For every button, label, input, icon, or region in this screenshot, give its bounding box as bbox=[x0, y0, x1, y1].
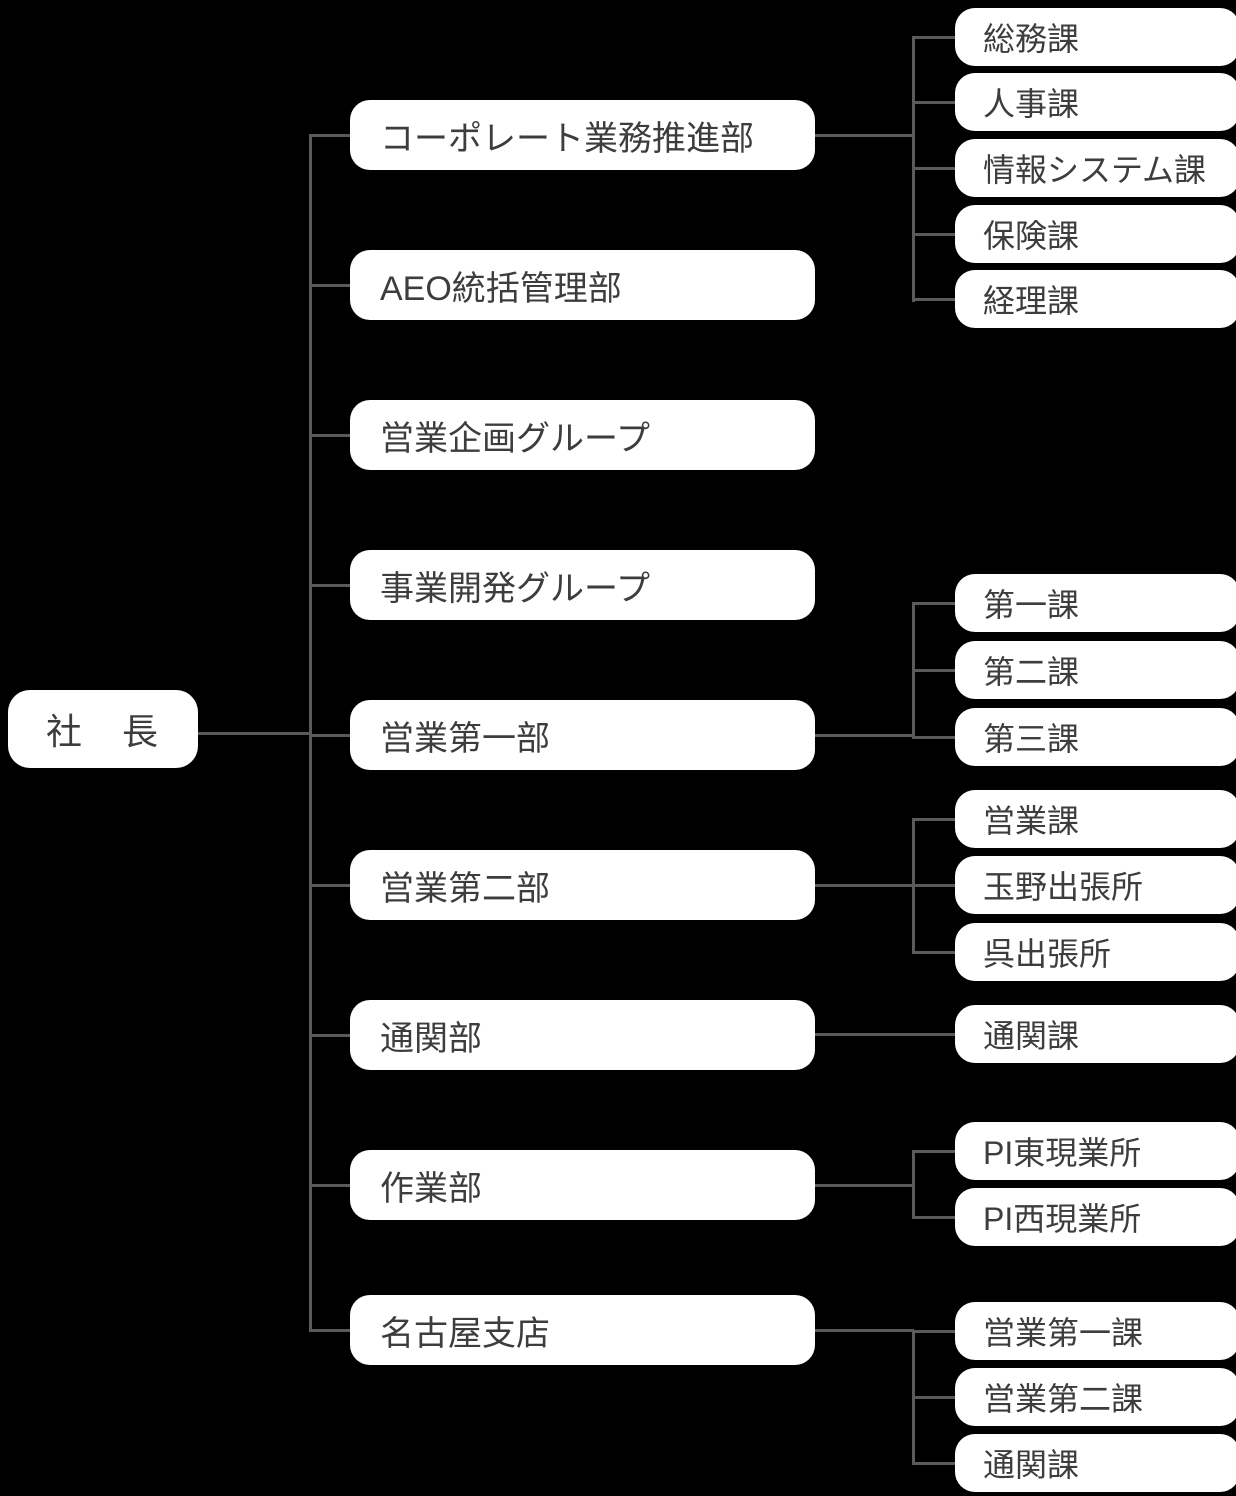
dept-box-nagoya: 名古屋支店 bbox=[350, 1295, 815, 1365]
section-label: 保険課 bbox=[983, 218, 1080, 254]
connector-line bbox=[196, 731, 312, 735]
section-box: 保険課 bbox=[955, 205, 1236, 263]
section-box: 第一課 bbox=[955, 574, 1236, 632]
section-box: 営業課 bbox=[955, 790, 1236, 848]
connector-line bbox=[911, 232, 956, 236]
dept-box-sales-planning: 営業企画グループ bbox=[350, 400, 815, 470]
connector-line bbox=[309, 283, 352, 287]
connector-line bbox=[911, 166, 956, 170]
section-label: PI西現業所 bbox=[983, 1201, 1142, 1237]
section-box: 営業第一課 bbox=[955, 1302, 1236, 1360]
section-label: 情報システム課 bbox=[983, 152, 1207, 188]
section-box: 営業第二課 bbox=[955, 1368, 1236, 1426]
connector-line bbox=[309, 133, 352, 137]
section-label: PI東現業所 bbox=[983, 1135, 1142, 1171]
section-label: 第三課 bbox=[983, 721, 1080, 757]
dept-label: 営業企画グループ bbox=[380, 419, 650, 458]
dept-label: 通関部 bbox=[380, 1019, 482, 1058]
connector-line bbox=[911, 1149, 915, 1219]
connector-line bbox=[309, 133, 312, 1332]
connector-line bbox=[911, 35, 956, 39]
section-label: 人事課 bbox=[983, 86, 1080, 122]
section-box: 経理課 bbox=[955, 270, 1236, 328]
connector-line bbox=[309, 883, 352, 887]
section-label: 第一課 bbox=[983, 587, 1080, 623]
connector-line bbox=[911, 100, 956, 104]
section-box: PI東現業所 bbox=[955, 1122, 1236, 1180]
section-box: 通関課 bbox=[955, 1434, 1236, 1492]
dept-box-sales-1: 営業第一部 bbox=[350, 700, 815, 770]
section-label: 通関課 bbox=[983, 1018, 1080, 1054]
connector-line bbox=[309, 733, 352, 737]
dept-label: 事業開発グループ bbox=[380, 569, 650, 608]
connector-line bbox=[815, 1032, 955, 1036]
section-label: 第二課 bbox=[983, 654, 1080, 690]
dept-label: AEO統括管理部 bbox=[380, 269, 622, 308]
section-box: 情報システム課 bbox=[955, 139, 1236, 197]
connector-line bbox=[815, 133, 914, 137]
section-label: 営業第一課 bbox=[983, 1315, 1144, 1351]
president-label: 社 長 bbox=[45, 711, 160, 752]
section-box: PI西現業所 bbox=[955, 1188, 1236, 1246]
connector-line bbox=[911, 668, 956, 672]
section-box: 人事課 bbox=[955, 73, 1236, 131]
connector-line bbox=[911, 1461, 956, 1465]
connector-line bbox=[309, 1033, 352, 1037]
section-label: 営業第二課 bbox=[983, 1381, 1144, 1417]
connector-line bbox=[309, 1183, 352, 1187]
section-label: 玉野出張所 bbox=[983, 869, 1144, 905]
dept-box-aeo: AEO統括管理部 bbox=[350, 250, 815, 320]
section-label: 営業課 bbox=[983, 803, 1080, 839]
connector-line bbox=[309, 433, 352, 437]
dept-box-sales-2: 営業第二部 bbox=[350, 850, 815, 920]
connector-line bbox=[309, 583, 352, 587]
dept-box-corporate: コーポレート業務推進部 bbox=[350, 100, 815, 170]
connector-line bbox=[911, 817, 956, 821]
connector-line bbox=[911, 601, 956, 605]
section-box: 総務課 bbox=[955, 8, 1236, 66]
dept-label: 名古屋支店 bbox=[380, 1314, 550, 1353]
dept-box-customs: 通関部 bbox=[350, 1000, 815, 1070]
connector-line bbox=[911, 950, 956, 954]
section-box: 呉出張所 bbox=[955, 923, 1236, 981]
connector-line bbox=[815, 1329, 914, 1332]
dept-label: コーポレート業務推進部 bbox=[380, 119, 754, 158]
dept-label: 営業第一部 bbox=[380, 719, 550, 758]
dept-box-operations: 作業部 bbox=[350, 1150, 815, 1220]
dept-label: 営業第二部 bbox=[380, 869, 550, 908]
section-box: 通関課 bbox=[955, 1005, 1236, 1063]
section-label: 経理課 bbox=[983, 283, 1080, 319]
connector-line bbox=[911, 883, 956, 887]
section-box: 玉野出張所 bbox=[955, 856, 1236, 914]
connector-line bbox=[815, 1183, 914, 1187]
connector-line bbox=[911, 735, 956, 739]
connector-line bbox=[911, 1149, 956, 1153]
connector-line bbox=[309, 1329, 352, 1332]
connector-line bbox=[911, 1215, 956, 1219]
section-box: 第三課 bbox=[955, 708, 1236, 766]
president-box: 社 長 bbox=[8, 690, 198, 768]
section-label: 呉出張所 bbox=[983, 936, 1112, 972]
dept-box-business-dev: 事業開発グループ bbox=[350, 550, 815, 620]
connector-line bbox=[911, 1329, 956, 1333]
connector-line bbox=[815, 733, 914, 737]
connector-line bbox=[815, 883, 914, 887]
connector-line bbox=[911, 1395, 956, 1399]
section-label: 通関課 bbox=[983, 1447, 1080, 1483]
connector-line bbox=[911, 297, 956, 301]
dept-label: 作業部 bbox=[380, 1169, 482, 1208]
section-label: 総務課 bbox=[983, 21, 1080, 57]
section-box: 第二課 bbox=[955, 641, 1236, 699]
